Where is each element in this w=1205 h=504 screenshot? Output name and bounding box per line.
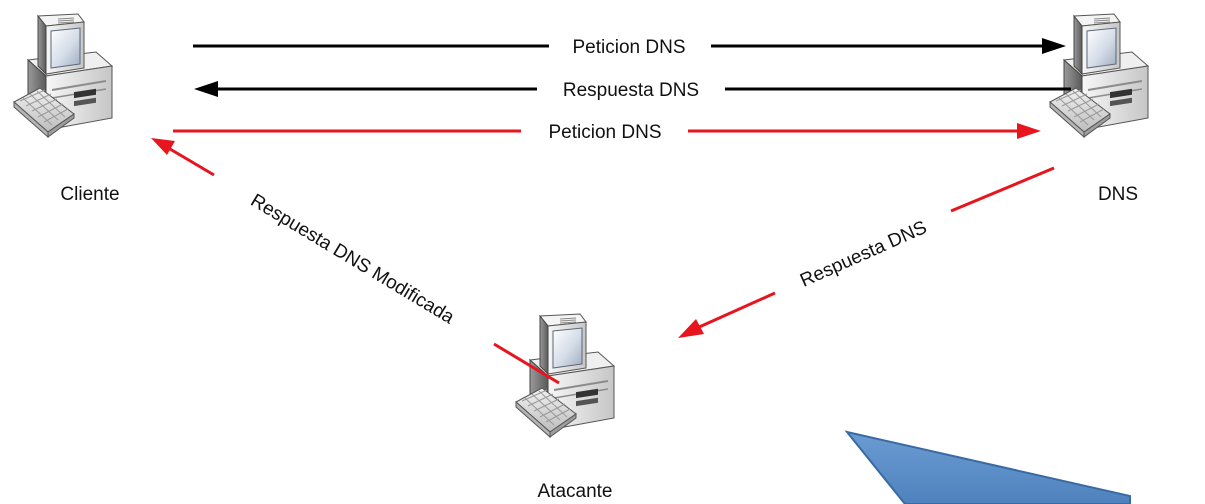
arrow-request-normal: Peticion DNS [193, 37, 1066, 58]
decorative-blue-shape [844, 430, 1131, 504]
arrow-response-normal: Respuesta DNS [194, 80, 1071, 101]
arrow-response-modified-label: Respuesta DNS Modificada [247, 190, 458, 328]
client-label: Cliente [60, 184, 119, 205]
arrow-response-to-attacker: Respuesta DNS [678, 166, 1055, 338]
arrow-request-normal-label: Peticion DNS [573, 37, 686, 58]
arrow-response-normal-label: Respuesta DNS [563, 80, 699, 101]
arrow-response-to-attacker-label: Respuesta DNS [797, 217, 930, 292]
client-computer [13, 13, 113, 138]
arrow-response-modified: Respuesta DNS Modificada [151, 138, 560, 385]
arrow-request-attack: Peticion DNS [173, 122, 1041, 143]
arrow-request-attack-label: Peticion DNS [549, 122, 662, 143]
dns-label: DNS [1098, 184, 1138, 205]
attacker-label: Atacante [538, 481, 613, 502]
dns-computer [1049, 13, 1149, 138]
attacker-computer [515, 313, 615, 438]
